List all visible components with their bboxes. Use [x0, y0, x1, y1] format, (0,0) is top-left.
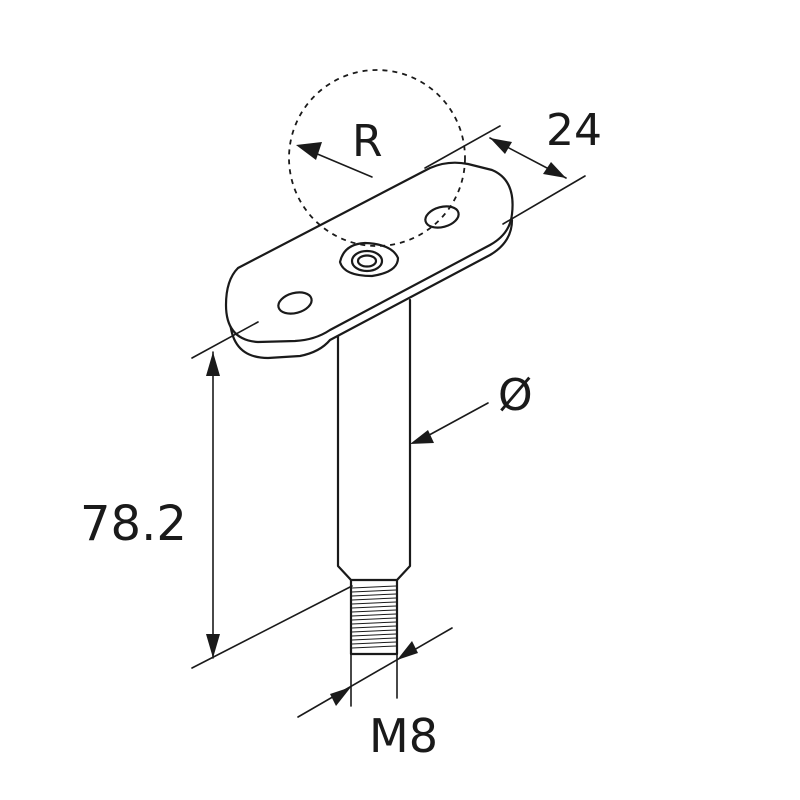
mounting-hole-left: [277, 291, 313, 315]
height-arrow-top: [206, 352, 220, 376]
center-screw: [338, 241, 400, 278]
diameter-leader: [419, 402, 489, 441]
thread-line: [351, 589, 397, 593]
threaded-stud: [349, 576, 399, 656]
diameter-callout: Ø: [410, 370, 533, 444]
width-arrow-top: [490, 138, 512, 154]
shaft: [336, 298, 412, 582]
width-label: 24: [546, 105, 602, 156]
thread-line: [351, 629, 397, 633]
screw-socket: [356, 254, 378, 268]
diameter-arrowhead: [410, 430, 434, 444]
radius-arrowhead: [296, 142, 322, 160]
radius-indicator: R: [288, 69, 466, 247]
thread-line: [351, 601, 397, 605]
thread-line: [351, 637, 397, 641]
height-extension-line-top: [191, 321, 259, 359]
mounting-plate: [224, 161, 514, 360]
shaft-body: [336, 298, 412, 582]
thread-line: [351, 645, 397, 649]
thread-line: [351, 597, 397, 601]
width-arrow-bottom: [543, 162, 566, 178]
thread-line: [351, 609, 397, 613]
thread-label: M8: [369, 709, 438, 763]
thread-dimension-line: [297, 627, 453, 718]
thread-line: [351, 633, 397, 637]
diameter-symbol: Ø: [498, 370, 533, 421]
thread-line: [351, 621, 397, 625]
thread-line: [351, 593, 397, 597]
height-arrow-bottom: [206, 634, 220, 658]
thread-line: [351, 641, 397, 645]
radius-label: R: [352, 116, 383, 167]
thread-line: [351, 613, 397, 617]
thread-dimension: M8: [297, 627, 453, 763]
width-extension-line-2: [502, 175, 586, 225]
radius-leader: [314, 152, 373, 178]
thread-lines: [351, 585, 397, 649]
height-extension-line-bottom: [191, 585, 353, 669]
radius-circle: [288, 69, 466, 247]
thread-arrow-right: [397, 641, 418, 660]
height-dimension: 78.2: [80, 321, 353, 669]
height-label: 78.2: [80, 496, 187, 552]
width-dimension: 24: [424, 105, 602, 225]
width-extension-line-1: [424, 125, 501, 169]
thread-line: [351, 625, 397, 629]
thread-line: [351, 617, 397, 621]
thread-line: [351, 585, 397, 589]
thread-line: [351, 605, 397, 609]
thread-arrow-left: [330, 687, 351, 706]
